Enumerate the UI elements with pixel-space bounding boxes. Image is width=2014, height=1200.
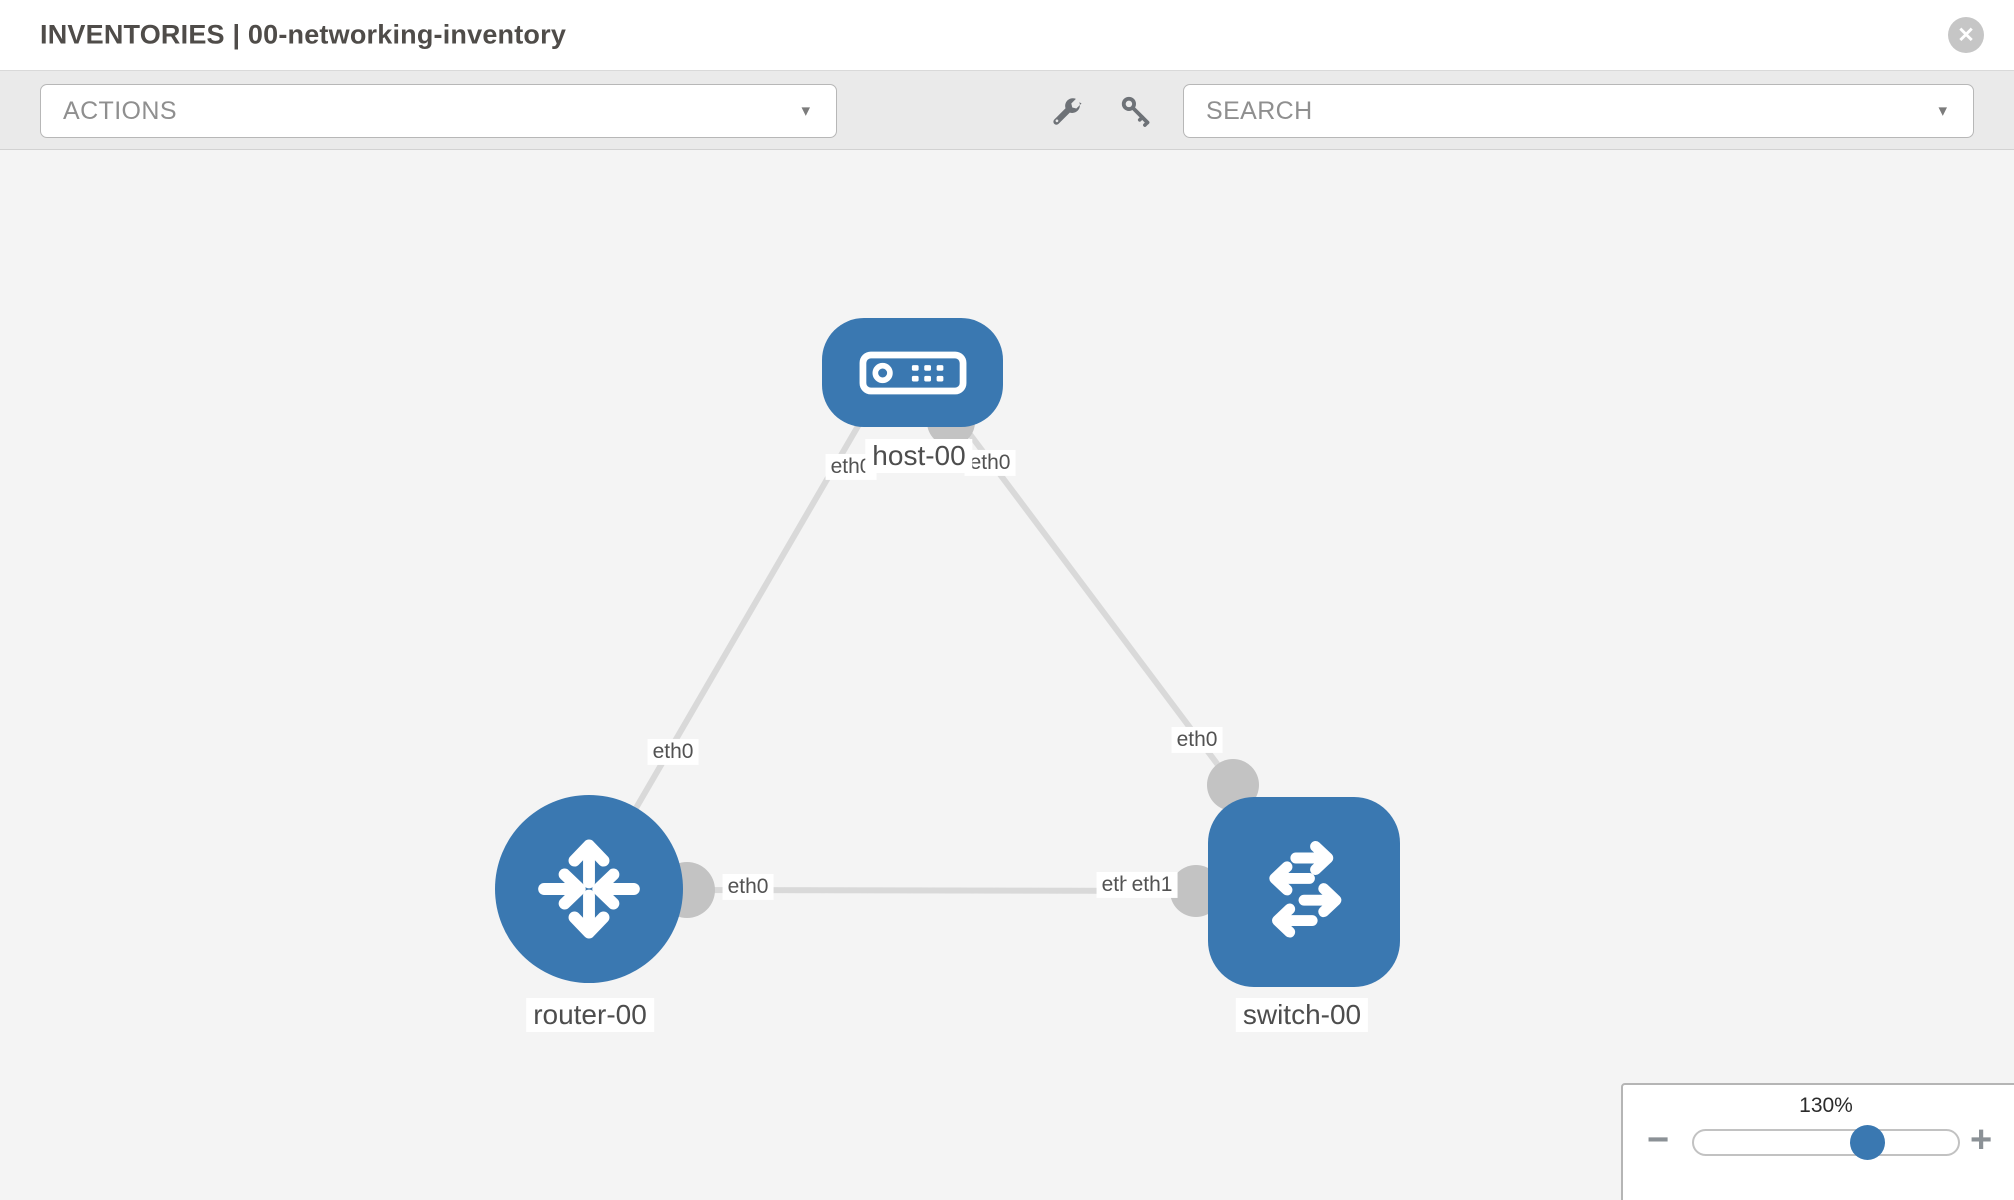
- eth-label: eth0: [647, 738, 699, 766]
- node-label-host-00: host-00: [865, 439, 973, 474]
- search-dropdown-label: SEARCH: [1206, 96, 1313, 125]
- page-title: INVENTORIES | 00-networking-inventory: [40, 19, 567, 50]
- toolbar: ACTIONS ▾ SEARCH ▾: [0, 71, 2014, 150]
- zoom-slider-thumb[interactable]: [1850, 1125, 1885, 1160]
- node-switch-00[interactable]: [1208, 797, 1400, 987]
- zoom-slider-track[interactable]: [1692, 1125, 1960, 1160]
- window-header: INVENTORIES | 00-networking-inventory ✕: [0, 0, 2014, 71]
- eth-label: eth0: [1171, 726, 1223, 754]
- topology-canvas[interactable]: host-00 router-00 switch-00 eth0 eth0 et…: [0, 150, 2014, 1200]
- wrench-icon[interactable]: [1046, 91, 1086, 131]
- chevron-down-icon: ▾: [1938, 101, 1947, 120]
- key-icon[interactable]: [1116, 91, 1156, 131]
- node-label-switch-00: switch-00: [1235, 998, 1369, 1033]
- close-button[interactable]: ✕: [1948, 17, 1984, 53]
- node-label-router-00: router-00: [526, 998, 654, 1033]
- eth-label: eth1: [1126, 871, 1178, 899]
- chevron-down-icon: ▾: [801, 101, 810, 120]
- eth-label: eth0: [722, 873, 774, 901]
- close-icon: ✕: [1957, 23, 1975, 47]
- node-router-00[interactable]: [495, 795, 683, 983]
- node-host-00[interactable]: [822, 318, 1003, 427]
- actions-dropdown-label: ACTIONS: [63, 96, 177, 125]
- host-icon: [859, 351, 966, 394]
- zoom-level: 130%: [1799, 1094, 1853, 1117]
- actions-dropdown[interactable]: ACTIONS ▾: [40, 84, 837, 138]
- zoom-out-button[interactable]: −: [1647, 1119, 1670, 1161]
- topology-links-layer: [586, 398, 1259, 918]
- search-dropdown[interactable]: SEARCH ▾: [1183, 84, 1974, 138]
- zoom-in-button[interactable]: +: [1970, 1119, 1993, 1161]
- eth-label: eth0: [964, 449, 1016, 477]
- zoom-panel: 130% − +: [1621, 1083, 2014, 1200]
- switch-icon: [1269, 841, 1342, 938]
- router-icon: [538, 839, 640, 939]
